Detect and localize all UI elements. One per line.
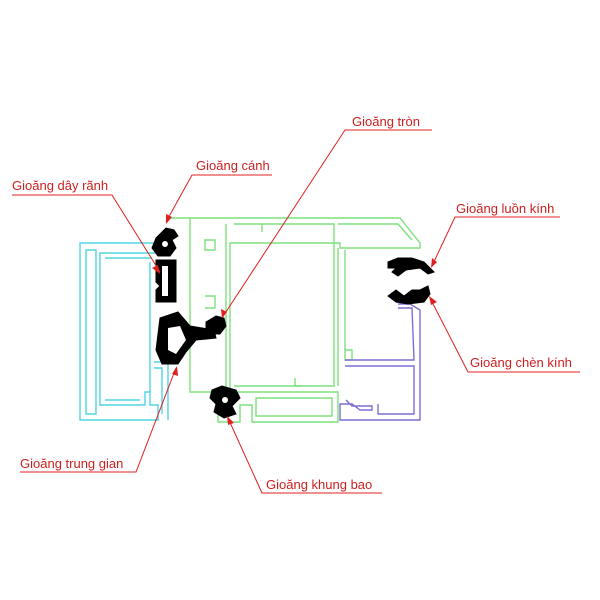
leader-sash-gasket (165, 174, 272, 224)
groove-string-gasket (155, 259, 177, 303)
glass-wedge-gasket (387, 285, 431, 305)
frame-gasket (209, 385, 241, 419)
leader-groove-gasket (12, 194, 161, 274)
label-sash-gasket: Gioăng cánh (196, 158, 270, 173)
glazing-bead-profile (339, 303, 421, 421)
label-intermediate-gasket: Gioăng trung gian (20, 456, 123, 471)
intermediate-gasket (155, 311, 217, 365)
label-glass-insert-gasket: Gioăng luồn kính (456, 201, 554, 216)
glass-insert-gasket (387, 257, 435, 277)
label-frame-gasket: Gioăng khung bao (266, 477, 372, 492)
leader-intermediate-gasket (20, 366, 178, 473)
leader-frame-gasket (227, 416, 382, 494)
label-glass-wedge-gasket: Gioăng chèn kính (470, 355, 572, 370)
leader-glass-wedge-gasket (429, 296, 580, 373)
label-groove-gasket: Gioăng dây rãnh (12, 178, 108, 193)
round-gasket (205, 315, 227, 335)
sash-profile (168, 217, 421, 423)
leader-glass-insert-gasket (431, 216, 560, 268)
leader-round-gasket (221, 129, 432, 319)
label-round-gasket: Gioăng tròn (352, 114, 420, 129)
sash-gasket (151, 227, 179, 257)
